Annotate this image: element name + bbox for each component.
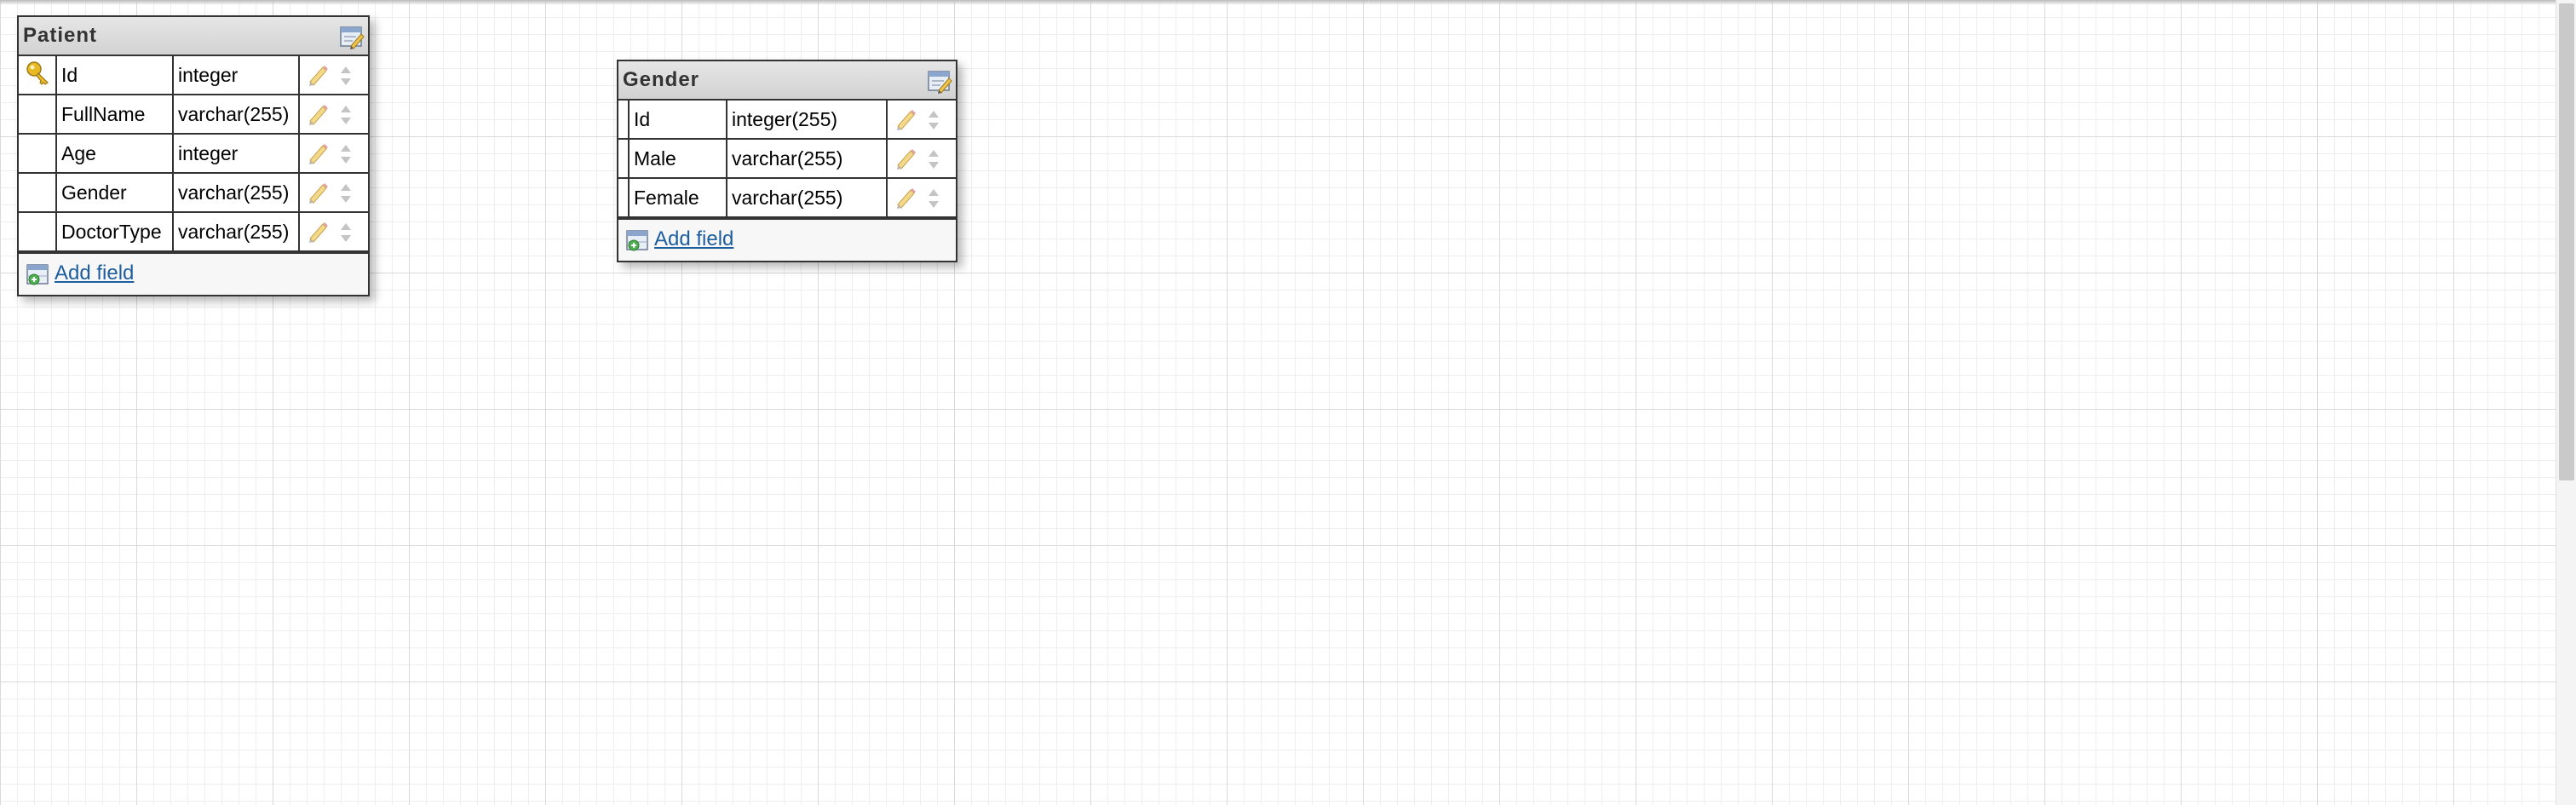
add-field-icon[interactable] [26, 262, 51, 286]
table-gender[interactable]: Gender Id integer(255) [617, 60, 957, 262]
pencil-icon[interactable] [894, 147, 918, 170]
up-down-arrows-icon[interactable] [927, 108, 940, 132]
key-cell [19, 172, 57, 213]
field-actions [298, 56, 368, 95]
table-header[interactable]: Gender [618, 61, 956, 101]
field-row[interactable]: Male varchar(255) [618, 138, 956, 179]
field-type[interactable]: varchar(255) [726, 177, 888, 218]
pencil-icon[interactable] [307, 220, 331, 244]
field-name[interactable]: Age [55, 133, 174, 174]
field-type[interactable]: varchar(255) [172, 211, 300, 252]
key-icon [26, 61, 49, 85]
field-actions [886, 101, 956, 140]
add-field-icon[interactable] [625, 228, 651, 252]
up-down-arrows-icon[interactable] [927, 187, 940, 210]
field-type[interactable]: integer [172, 56, 300, 95]
field-name[interactable]: Id [55, 56, 174, 95]
add-field-link[interactable]: Add field [654, 227, 734, 250]
table-title: Patient [23, 24, 98, 47]
key-cell [618, 101, 630, 140]
table-header[interactable]: Patient [19, 17, 368, 56]
key-cell [618, 138, 630, 179]
field-actions [298, 211, 368, 252]
vertical-scrollbar[interactable] [2556, 0, 2576, 805]
field-type[interactable]: varchar(255) [172, 172, 300, 213]
pencil-icon[interactable] [894, 107, 918, 131]
field-name[interactable]: Male [628, 138, 727, 179]
pencil-icon[interactable] [307, 141, 331, 165]
field-row[interactable]: Gender varchar(255) [19, 172, 368, 213]
key-cell [19, 56, 57, 95]
field-row[interactable]: Age integer [19, 133, 368, 174]
up-down-arrows-icon[interactable] [927, 147, 940, 171]
field-row[interactable]: Female varchar(255) [618, 177, 956, 218]
key-cell [19, 133, 57, 174]
key-cell [618, 177, 630, 218]
up-down-arrows-icon[interactable] [339, 221, 353, 244]
field-type[interactable]: varchar(255) [726, 138, 888, 179]
up-down-arrows-icon[interactable] [339, 103, 353, 127]
table-patient[interactable]: Patient Id integer [17, 15, 370, 296]
edit-table-icon[interactable] [339, 24, 365, 49]
field-actions [298, 172, 368, 213]
key-cell [19, 211, 57, 252]
up-down-arrows-icon[interactable] [339, 142, 353, 166]
field-type[interactable]: integer [172, 133, 300, 174]
field-type[interactable]: varchar(255) [172, 94, 300, 135]
add-field-row: Add field [618, 218, 956, 261]
add-field-row: Add field [19, 252, 368, 295]
up-down-arrows-icon[interactable] [339, 181, 353, 205]
pencil-icon[interactable] [307, 63, 331, 87]
add-field-link[interactable]: Add field [55, 262, 135, 285]
pencil-icon[interactable] [307, 102, 331, 126]
field-row[interactable]: Id integer(255) [618, 101, 956, 140]
field-row[interactable]: FullName varchar(255) [19, 94, 368, 135]
field-name[interactable]: Female [628, 177, 727, 218]
field-actions [886, 177, 956, 218]
field-type[interactable]: integer(255) [726, 101, 888, 140]
field-row[interactable]: DoctorType varchar(255) [19, 211, 368, 252]
field-actions [886, 138, 956, 179]
field-name[interactable]: Id [628, 101, 727, 140]
scrollbar-thumb[interactable] [2559, 3, 2574, 480]
fields-table: Id integer(255) Male varchar(255) [618, 101, 956, 218]
key-cell [19, 94, 57, 135]
field-actions [298, 133, 368, 174]
pencil-icon[interactable] [307, 181, 331, 204]
up-down-arrows-icon[interactable] [339, 64, 353, 88]
field-actions [298, 94, 368, 135]
pencil-icon[interactable] [894, 186, 918, 210]
toolbar-shadow [0, 0, 2576, 5]
field-name[interactable]: Gender [55, 172, 174, 213]
field-name[interactable]: FullName [55, 94, 174, 135]
field-row[interactable]: Id integer [19, 56, 368, 95]
edit-table-icon[interactable] [927, 68, 952, 94]
table-title: Gender [623, 68, 700, 91]
fields-table: Id integer FullName varchar(255) [19, 56, 368, 252]
field-name[interactable]: DoctorType [55, 211, 174, 252]
